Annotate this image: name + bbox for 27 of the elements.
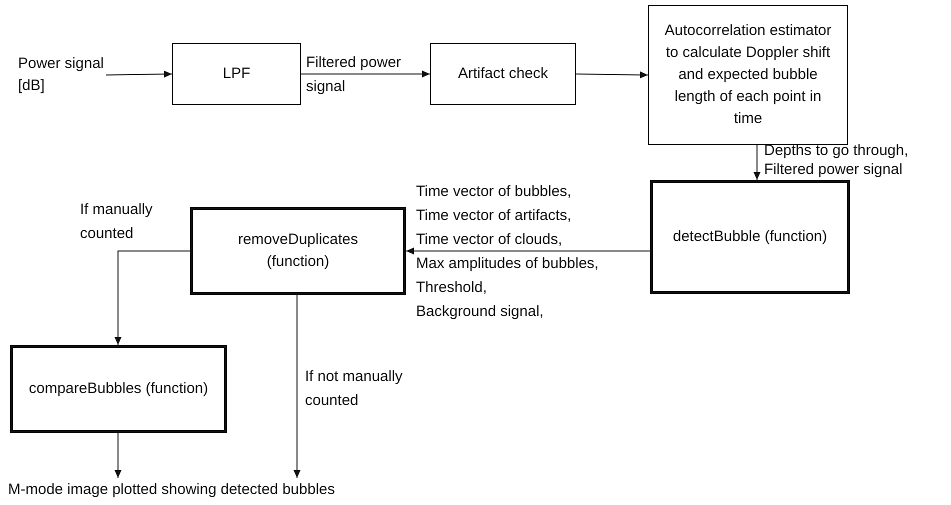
edge-label: If manually counted (80, 200, 154, 244)
edge-label: Time vector of bubbles, Time vector of artifacts, Time vector of clouds, Max amplitudes of bubbles, Threshold, Background signal, (416, 182, 600, 322)
function-box (190, 207, 406, 295)
process-box (648, 5, 848, 145)
box-label: detectBubble (function) (672, 227, 828, 247)
function-box (10, 345, 227, 433)
edge-label: Filtered power signal (306, 53, 402, 97)
arrow (406, 248, 650, 254)
box-label: LPF (222, 64, 252, 84)
function-box (650, 180, 850, 294)
box-label: Autocorrelation estimator to calculate Doppler shift and expected bubble length of each point in time (664, 21, 832, 129)
arrow (114, 250, 190, 346)
output-label: M-mode image plotted showing detected bubbles (8, 480, 335, 500)
arrow (754, 144, 760, 180)
process-box (430, 43, 576, 105)
process-box (172, 43, 301, 105)
arrow (114, 432, 122, 478)
arrow (294, 294, 300, 478)
arrow (106, 70, 172, 78)
edge-label: Depths to go through, Filtered power signal (764, 141, 910, 179)
box-label: Artifact check (456, 64, 550, 84)
edge-label: If not manually counted (305, 367, 404, 411)
input-label: Power signal [dB] (18, 54, 105, 96)
arrow (576, 71, 648, 78)
arrow (300, 70, 430, 78)
box-label: compareBubbles (function) (28, 379, 210, 399)
box-label: removeDuplicates (function) (236, 230, 360, 272)
